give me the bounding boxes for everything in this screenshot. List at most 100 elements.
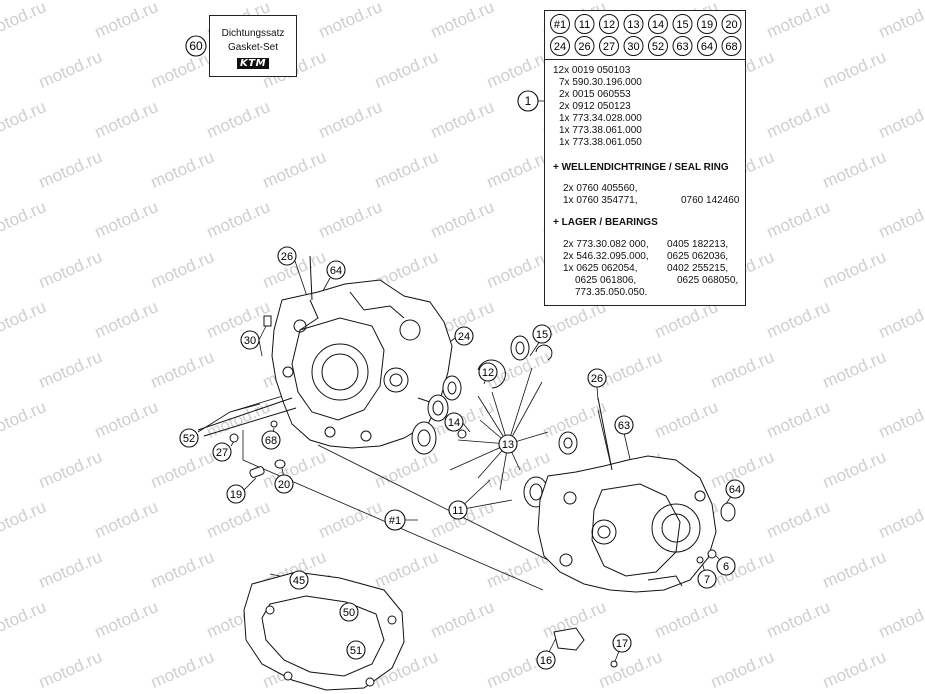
- callout-number: 24: [554, 41, 566, 53]
- kit-header-callout: #1: [550, 14, 570, 34]
- callout-number: 45: [293, 575, 305, 587]
- kit-header-callout: 11: [574, 14, 595, 34]
- callout-circle: [716, 556, 736, 576]
- kit-header-callout: 13: [623, 14, 644, 34]
- gasket-set-label-de: Dichtungssatz: [221, 28, 285, 39]
- callout-circle: [612, 633, 632, 653]
- callout-number: 64: [701, 41, 713, 53]
- callout-circle: [274, 474, 294, 494]
- callout-circle: [648, 14, 668, 34]
- callout-number: 6: [723, 561, 729, 573]
- callout-circle: [697, 14, 717, 34]
- callout-circle: [326, 260, 346, 280]
- kit-header-callout: 12: [599, 14, 619, 34]
- callout-c26b: 26: [587, 368, 607, 388]
- callout-c50: 50: [339, 602, 359, 622]
- callout-c63: 63: [614, 415, 634, 435]
- callout-circle: [444, 412, 464, 432]
- bearing-line: 0625 062036,: [667, 251, 729, 262]
- callout-number: 63: [618, 420, 630, 432]
- gasket-set-callout: 60: [185, 35, 207, 57]
- kit-header-callout: 14: [648, 14, 668, 34]
- callout-c20: 20: [274, 474, 294, 494]
- callout-c45: 45: [289, 570, 309, 590]
- callout-circle: [277, 246, 297, 266]
- kit-header-callout: 19: [697, 14, 717, 34]
- callout-number: 14: [652, 19, 664, 31]
- callout-circle: [212, 442, 232, 462]
- callout-number: 15: [536, 329, 548, 341]
- gasket-set-box: Dichtungssatz Gasket-Set KTM: [209, 15, 297, 77]
- callout-number: 7: [704, 574, 710, 586]
- callout-number: 68: [265, 435, 277, 447]
- callout-circle: [599, 36, 619, 56]
- seal-ring-line: 1x 0760 354771,: [563, 195, 638, 206]
- callout-number: 64: [330, 265, 342, 277]
- callout-number: 26: [591, 373, 603, 385]
- kit-callout: 1: [517, 90, 539, 112]
- bearing-line: 773.35.050.050.: [575, 287, 648, 298]
- callout-circle: [498, 434, 518, 454]
- callout-number: 30: [244, 335, 256, 347]
- callout-circle: [672, 36, 693, 56]
- callout-number: 20: [278, 479, 290, 491]
- callout-number: 14: [448, 417, 460, 429]
- callout-number: 26: [578, 41, 590, 53]
- kit-header-callout: 20: [721, 14, 742, 34]
- ktm-logo: KTM: [237, 58, 270, 69]
- callout-circle: [289, 570, 309, 590]
- bearing-line: 1x 0625 062054,: [563, 263, 638, 274]
- callout-circle: [240, 330, 260, 350]
- callout-number: 15: [676, 19, 688, 31]
- callout-circle: [339, 602, 359, 622]
- left-crankcase-half: [197, 255, 453, 449]
- kit-part-line: 2x 0912 050123: [559, 101, 631, 112]
- callout-circle: [448, 500, 468, 520]
- callout-number: 16: [540, 655, 552, 667]
- kit-header-callout: 52: [648, 36, 668, 56]
- callout-c15: 15: [532, 324, 552, 344]
- callout-c14: 14: [444, 412, 464, 432]
- callout-number: 64: [729, 484, 741, 496]
- bearing-line: 2x 773.30.082 000,: [563, 239, 649, 250]
- callout-number: 52: [183, 433, 195, 445]
- callout-number: 12: [482, 367, 494, 379]
- callout-number: 27: [603, 41, 615, 53]
- kit-part-line: 1x 773.38.061.050: [559, 137, 642, 148]
- kit-header-callout: 24: [550, 36, 570, 56]
- callout-number: 50: [343, 607, 355, 619]
- callout-c24: 24: [454, 326, 474, 346]
- callout-number: 13: [502, 439, 514, 451]
- callout-circle: [697, 569, 717, 589]
- callout-number: 12: [603, 19, 615, 31]
- callout-number: 63: [676, 41, 688, 53]
- callout-circle: [721, 36, 742, 56]
- seal-ring-heading: + WELLENDICHTRINGE / SEAL RING: [553, 162, 729, 173]
- callout-number: #1: [554, 19, 566, 31]
- callout-circle: [697, 36, 717, 56]
- kit-header-callout: 15: [672, 14, 693, 34]
- kit-part-line: 2x 0015 060553: [559, 89, 631, 100]
- callout-number: 52: [652, 41, 664, 53]
- bearing-line: 0625 061806,: [575, 275, 637, 286]
- callout-c1a: #1: [384, 509, 406, 531]
- callout-circle: [550, 36, 570, 56]
- callout-number: 26: [281, 251, 293, 263]
- callout-circle: [725, 479, 745, 499]
- callout-circle: [384, 509, 406, 531]
- bearing-line: 2x 546.32.095.000,: [563, 251, 649, 262]
- callout-c27: 27: [212, 442, 232, 462]
- callout-c12: 12: [478, 362, 498, 382]
- callout-circle: [587, 368, 607, 388]
- callout-circle: [574, 36, 595, 56]
- kit-box-divider: [545, 59, 745, 60]
- callout-number: 17: [616, 638, 628, 650]
- kit-header-callout: 26: [574, 36, 595, 56]
- callout-circle: [614, 415, 634, 435]
- callout-c52: 52: [179, 428, 199, 448]
- callout-circle: [648, 36, 668, 56]
- callout-c16: 16: [536, 650, 556, 670]
